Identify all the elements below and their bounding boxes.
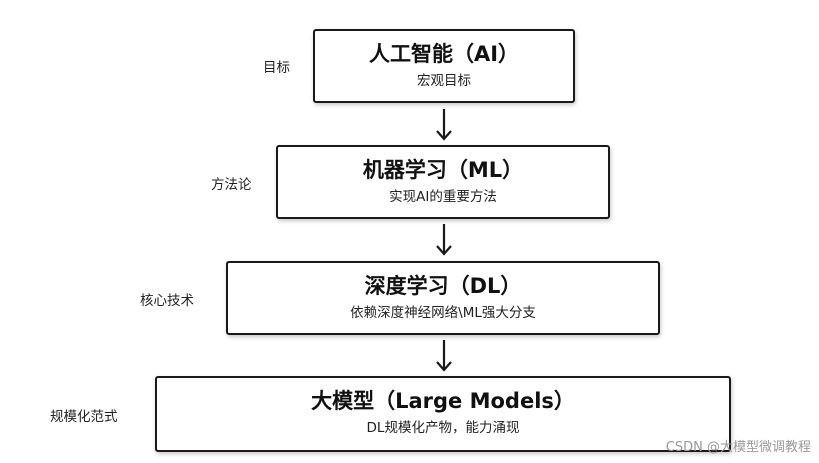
side-label-goal: 目标 [263, 60, 290, 76]
level-title-ml: 机器学习（ML） [362, 158, 524, 182]
level-subtitle-ml: 实现AI的重要方法 [389, 189, 497, 205]
watermark: CSDN @大模型微调教程 [665, 440, 811, 455]
level-box-ai: 人工智能（AI） 宏观目标 [313, 29, 575, 103]
level-subtitle-large-models: DL规模化产物，能力涌现 [366, 420, 520, 436]
level-box-ml: 机器学习（ML） 实现AI的重要方法 [276, 145, 610, 219]
level-title-dl: 深度学习（DL） [364, 274, 522, 298]
down-arrow-icon [436, 224, 452, 256]
level-subtitle-ai: 宏观目标 [417, 73, 471, 89]
down-arrow-icon [436, 340, 452, 372]
level-subtitle-dl: 依赖深度神经网络\ML强大分支 [350, 305, 536, 321]
side-label-methodology: 方法论 [211, 177, 252, 193]
down-arrow-icon [436, 109, 452, 141]
level-box-dl: 深度学习（DL） 依赖深度神经网络\ML强大分支 [226, 261, 660, 335]
level-title-large-models: 大模型（Large Models） [311, 389, 575, 413]
level-title-ai: 人工智能（AI） [368, 42, 520, 66]
level-box-large-models: 大模型（Large Models） DL规模化产物，能力涌现 [155, 376, 731, 452]
side-label-scaling-paradigm: 规模化范式 [50, 409, 118, 425]
side-label-core-tech: 核心技术 [140, 293, 194, 309]
